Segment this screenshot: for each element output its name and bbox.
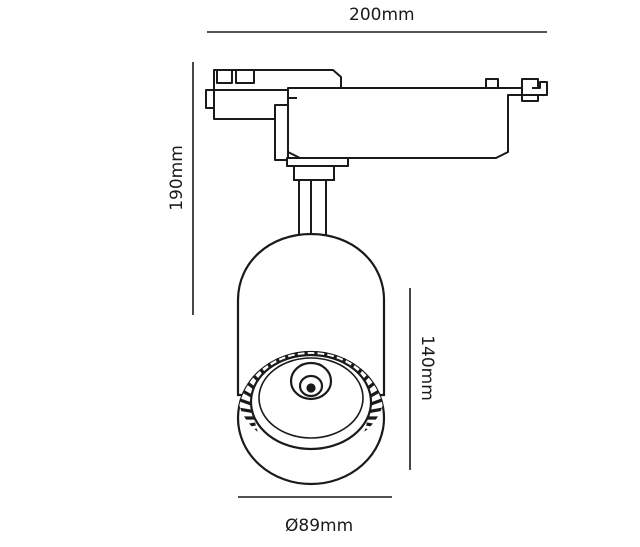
stem-collar (293, 165, 335, 181)
lens-center (306, 383, 316, 393)
adapter-end-tab (485, 78, 499, 89)
head-body (236, 232, 386, 397)
adapter-neck-block (286, 157, 349, 167)
adapter-main-body (287, 87, 523, 159)
height-label: 190mm (167, 145, 187, 211)
lamp-head (236, 232, 386, 486)
track-adapter (205, 69, 548, 167)
dimension-lines (192, 31, 547, 498)
diameter-label: Ø89mm (285, 516, 354, 536)
adapter-end-hook (522, 81, 548, 96)
adapter-tab-1 (216, 69, 233, 84)
adapter-stem-left (274, 104, 289, 161)
width-label: 200mm (349, 5, 415, 25)
adapter-tab-2 (235, 69, 255, 84)
head-length-label: 140mm (417, 335, 437, 401)
